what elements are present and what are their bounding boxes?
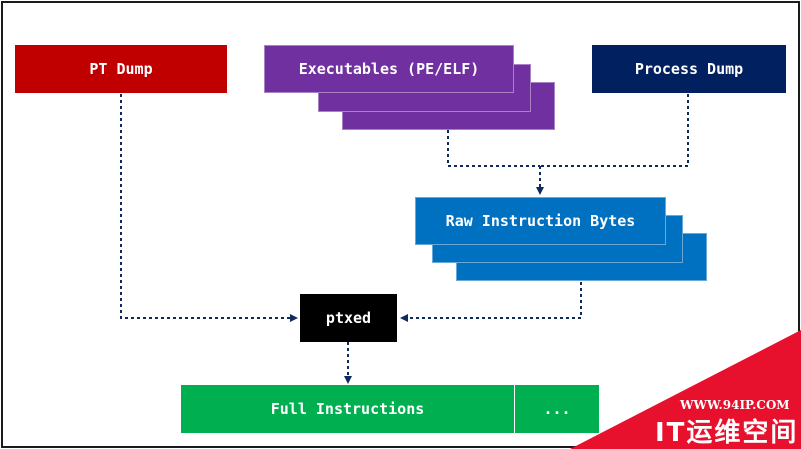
node-more-label: ... xyxy=(543,400,571,418)
edge-raw-ptxed xyxy=(400,282,582,322)
watermark-name: IT运维空间 xyxy=(655,418,799,448)
node-ptxed: ptxed xyxy=(300,294,397,342)
edge-processdump-raw xyxy=(540,94,689,167)
node-raw-bytes: Raw Instruction Bytes xyxy=(415,197,666,245)
node-pt-dump: PT Dump xyxy=(15,45,227,93)
node-process-dump-label: Process Dump xyxy=(634,60,744,78)
node-executables: Executables (PE/ELF) xyxy=(264,45,514,93)
edge-ptdump-ptxed xyxy=(120,94,298,322)
node-raw-bytes-label: Raw Instruction Bytes xyxy=(445,212,636,230)
node-more: ... xyxy=(515,385,599,433)
node-full-instructions: Full Instructions xyxy=(181,385,514,433)
watermark-url: WWW.94IP.COM xyxy=(680,398,790,412)
node-full-instructions-label: Full Instructions xyxy=(270,400,425,418)
edge-executables-raw xyxy=(447,130,540,167)
node-pt-dump-label: PT Dump xyxy=(89,60,153,78)
node-process-dump: Process Dump xyxy=(592,45,786,93)
node-ptxed-label: ptxed xyxy=(325,309,372,327)
node-executables-label: Executables (PE/ELF) xyxy=(298,60,480,78)
